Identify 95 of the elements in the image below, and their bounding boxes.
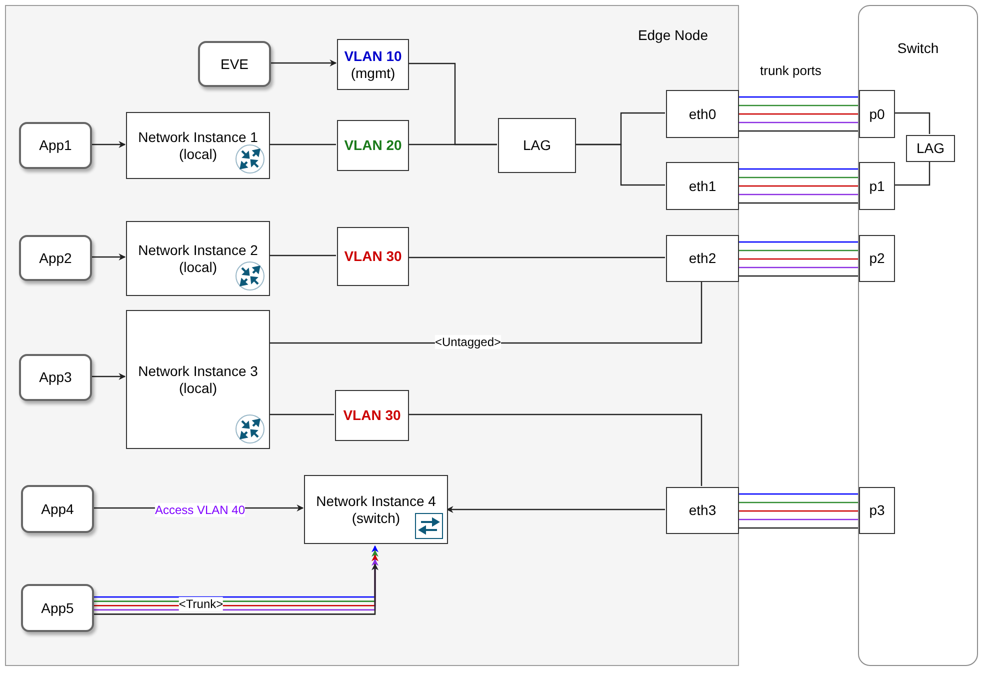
app-box bbox=[19, 354, 92, 401]
node-label: EVE bbox=[220, 56, 248, 72]
network-instance-box bbox=[126, 112, 270, 179]
connector-line bbox=[738, 122, 858, 124]
node-label: LAG bbox=[916, 140, 944, 157]
node-label: eth2 bbox=[688, 250, 716, 267]
node-label: App2 bbox=[39, 250, 72, 266]
node-label: App3 bbox=[39, 369, 72, 386]
node-label: p1 bbox=[869, 178, 885, 194]
network-instance-box bbox=[304, 475, 448, 544]
connector-line bbox=[738, 275, 858, 277]
connector-line bbox=[738, 176, 858, 178]
connector-line bbox=[894, 161, 930, 186]
eve-box bbox=[198, 41, 271, 87]
connector-line bbox=[738, 510, 858, 512]
port-box bbox=[859, 162, 895, 210]
node-label: VLAN 30 bbox=[344, 248, 402, 265]
arrow bbox=[270, 60, 337, 66]
node-label: eth0 bbox=[688, 106, 716, 122]
node-label: VLAN 20 bbox=[344, 137, 402, 154]
connector-line bbox=[738, 518, 858, 520]
node-label: p2 bbox=[869, 250, 885, 267]
node-label: Network Instance 2 bbox=[138, 242, 258, 258]
vlan-box bbox=[337, 39, 409, 90]
arrow bbox=[91, 373, 126, 380]
annotation-label: trunk ports bbox=[760, 62, 822, 80]
network-instance-box bbox=[126, 310, 270, 449]
node-label: p3 bbox=[869, 502, 885, 519]
connector-line bbox=[408, 144, 497, 146]
arrow bbox=[91, 141, 126, 148]
app-box bbox=[21, 485, 94, 533]
node-label: eth1 bbox=[688, 178, 716, 194]
connector-line bbox=[894, 112, 930, 134]
node-label: p0 bbox=[869, 106, 885, 122]
app-box bbox=[19, 235, 92, 281]
node-label: (switch) bbox=[352, 510, 400, 526]
vlan-box bbox=[337, 227, 409, 286]
connector-line bbox=[738, 202, 858, 204]
port-box bbox=[666, 162, 739, 210]
connector-line bbox=[738, 130, 858, 132]
connector-line bbox=[738, 194, 858, 196]
lag-box bbox=[498, 118, 576, 173]
node-label: eth3 bbox=[688, 502, 716, 519]
connector-line bbox=[738, 113, 858, 115]
edge-node-panel bbox=[5, 5, 739, 666]
node-label: VLAN 10 bbox=[344, 48, 402, 64]
edge-label: Access VLAN 40 bbox=[154, 503, 246, 517]
port-box bbox=[666, 487, 739, 534]
vlan-box bbox=[335, 390, 409, 441]
connector-line bbox=[269, 254, 336, 256]
connector-line bbox=[738, 96, 858, 98]
connector-line bbox=[738, 168, 858, 170]
node-label: VLAN 30 bbox=[343, 407, 401, 424]
arrow bbox=[91, 254, 126, 260]
node-label: (local) bbox=[178, 258, 218, 276]
connector-line bbox=[408, 414, 702, 486]
connector-line bbox=[738, 258, 858, 260]
switch-panel bbox=[858, 5, 978, 666]
connector-line bbox=[738, 266, 858, 268]
port-box bbox=[666, 90, 739, 138]
port-box bbox=[859, 487, 895, 534]
connector-line bbox=[575, 144, 665, 186]
connector-line bbox=[269, 144, 336, 146]
node-label: App1 bbox=[39, 137, 72, 154]
node-label: App5 bbox=[41, 600, 74, 616]
node-label: Network Instance 3 bbox=[138, 362, 258, 380]
connector-line bbox=[738, 527, 858, 529]
node-label: (local) bbox=[178, 146, 218, 162]
connector-line bbox=[269, 414, 334, 416]
connector-line bbox=[738, 241, 858, 243]
port-box bbox=[859, 235, 895, 282]
connector-line bbox=[738, 493, 858, 495]
node-label: (mgmt) bbox=[350, 64, 396, 82]
vlan-box bbox=[337, 120, 409, 171]
node-label: Network Instance 4 bbox=[316, 492, 436, 510]
network-instance-box bbox=[126, 221, 270, 296]
panel-title: Switch bbox=[896, 39, 940, 58]
node-label: App4 bbox=[41, 500, 74, 518]
panel-title: Edge Node bbox=[638, 26, 708, 45]
port-box bbox=[666, 235, 739, 282]
app-box bbox=[19, 122, 92, 169]
edge-label: <Trunk> bbox=[178, 597, 224, 611]
lag-box bbox=[906, 135, 955, 162]
arrow bbox=[446, 506, 665, 513]
node-label: (local) bbox=[178, 380, 218, 396]
connector-line bbox=[408, 256, 665, 258]
node-label: LAG bbox=[522, 137, 551, 154]
connector-line bbox=[738, 185, 858, 187]
connector-line bbox=[738, 502, 858, 504]
edge-label: <Untagged> bbox=[434, 335, 502, 349]
connector-line bbox=[738, 250, 858, 252]
port-box bbox=[859, 90, 895, 138]
connector-line bbox=[738, 104, 858, 106]
app-box bbox=[21, 584, 94, 632]
node-label: Network Instance 1 bbox=[138, 128, 258, 146]
